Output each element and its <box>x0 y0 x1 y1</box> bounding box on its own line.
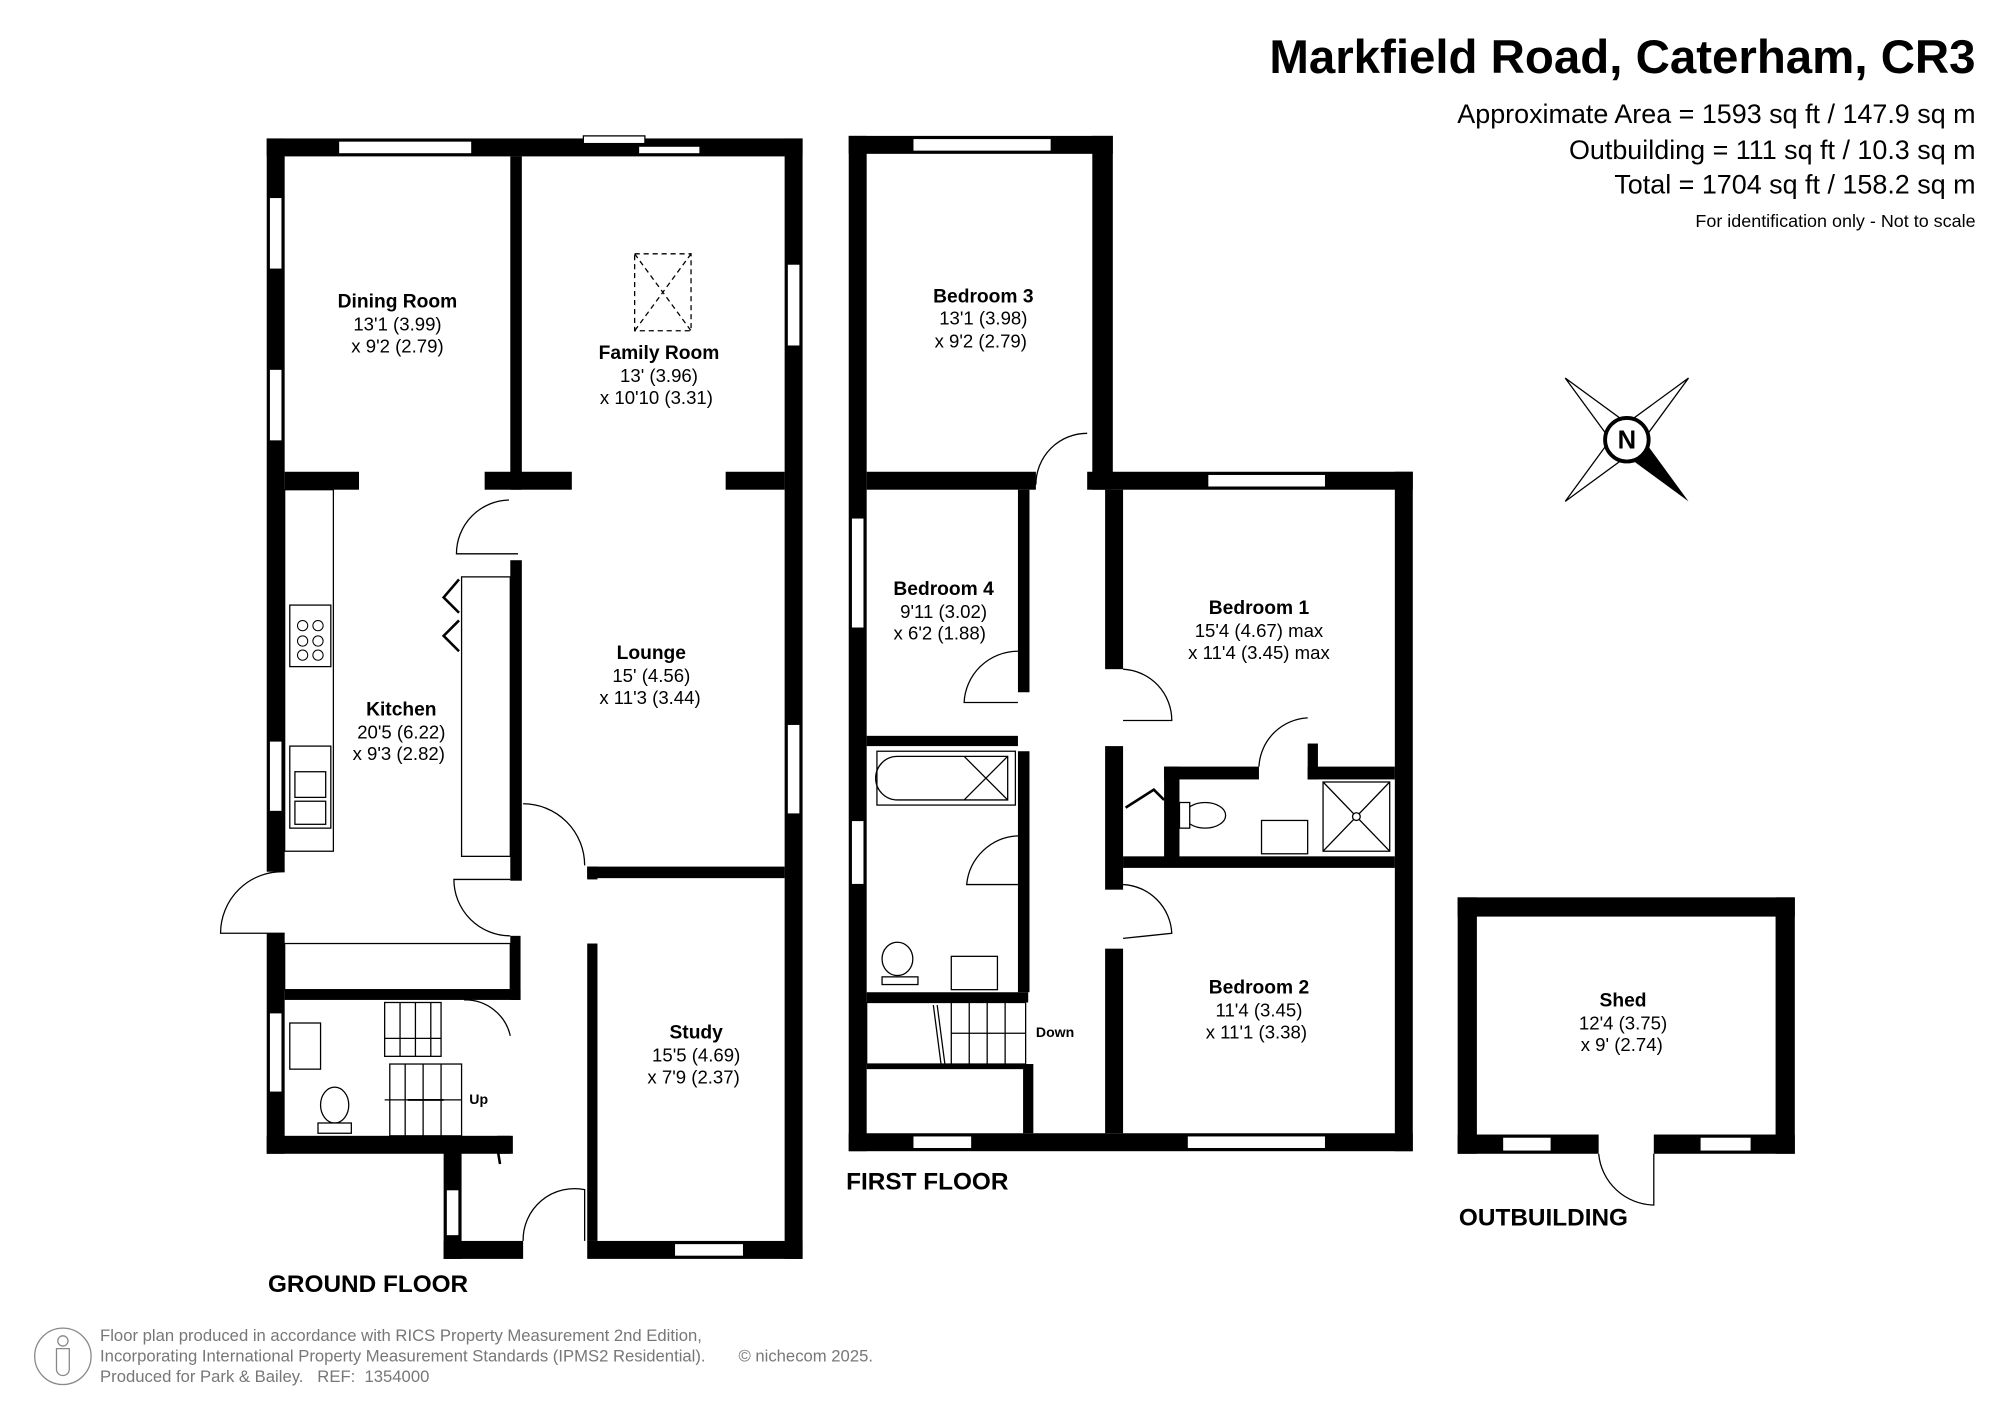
room-dimension: x 9'2 (2.79) <box>351 336 443 357</box>
room-family-room: Family Room 13' (3.96) x 10'10 (3.31) <box>599 343 720 408</box>
stairs-up-label: Up <box>469 1091 488 1107</box>
kitchen-island <box>460 576 511 857</box>
toilet-icon <box>1183 801 1227 829</box>
room-dimension: x 9'2 (2.79) <box>935 330 1027 351</box>
room-name: Family Room <box>599 343 720 364</box>
door-wc <box>464 999 511 1036</box>
room-name: Bedroom 3 <box>933 287 1033 308</box>
skylight <box>634 253 692 332</box>
door-bedroom-1 <box>1123 668 1173 722</box>
front-door <box>522 1187 586 1241</box>
room-dining-room: Dining Room 13'1 (3.99) x 9'2 (2.79) <box>338 292 458 357</box>
room-dimension: 15'4 (4.67) max <box>1195 620 1324 641</box>
room-dimension: x 11'4 (3.45) max <box>1188 642 1330 663</box>
room-bedroom-4: Bedroom 4 9'11 (3.02) x 6'2 (1.88) <box>893 579 994 644</box>
room-kitchen: Kitchen 20'5 (6.22) x 9'3 (2.82) <box>353 699 446 764</box>
room-name: Bedroom 2 <box>1209 978 1309 999</box>
room-name: Shed <box>1600 990 1647 1011</box>
room-name: Kitchen <box>366 699 436 720</box>
door-lounge <box>455 499 518 555</box>
footer-line-1: Floor plan produced in accordance with R… <box>100 1326 702 1345</box>
room-dimension: x 10'10 (3.31) <box>600 387 713 408</box>
door-lounge-hall <box>523 803 586 866</box>
door-ensuite <box>1258 717 1308 767</box>
room-dimension: x 11'3 (3.44) <box>599 687 700 708</box>
ground-floor-label: GROUND FLOOR <box>268 1271 469 1298</box>
room-dimension: x 7'9 (2.37) <box>647 1066 739 1087</box>
sink-icon <box>289 745 332 829</box>
outbuilding-area: Outbuilding = 111 sq ft / 10.3 sq m <box>1569 135 1976 165</box>
stairs-down-label: Down <box>1036 1024 1074 1040</box>
room-bedroom-3: Bedroom 3 13'1 (3.98) x 9'2 (2.79) <box>933 287 1033 352</box>
room-dimension: 20'5 (6.22) <box>357 721 445 742</box>
door-bedroom-2 <box>1123 883 1173 940</box>
total-area: Total = 1704 sq ft / 158.2 sq m <box>1614 170 1975 200</box>
footer-line-3: Produced for Park & Bailey. REF: 1354000 <box>100 1367 429 1386</box>
room-name: Dining Room <box>338 292 458 313</box>
door-bedroom-3 <box>1035 432 1088 485</box>
room-name: Lounge <box>617 643 687 664</box>
room-name: Bedroom 4 <box>893 579 994 600</box>
room-dimension: 11'4 (3.45) <box>1216 1000 1303 1021</box>
room-dimension: 12'4 (3.75) <box>1579 1012 1667 1033</box>
room-dimension: x 9'3 (2.82) <box>353 743 445 764</box>
door-kitchen-side <box>219 871 285 934</box>
room-lounge: Lounge 15' (4.56) x 11'3 (3.44) <box>599 643 700 708</box>
room-dimension: 9'11 (3.02) <box>900 601 987 622</box>
door-bathroom <box>965 835 1018 886</box>
hob-icon <box>289 604 332 668</box>
door-shed <box>1598 1153 1655 1206</box>
header: Markfield Road, Caterham, CR3 Approximat… <box>1269 31 1975 231</box>
room-dimension: 15'5 (4.69) <box>652 1044 740 1065</box>
room-dimension: x 6'2 (1.88) <box>894 623 986 644</box>
ground-floor: Up Dining Room 13'1 (3.99) x 9'2 (2.79) … <box>219 135 803 1298</box>
room-dimension: 13'1 (3.99) <box>353 314 441 335</box>
room-dimension: x 9' (2.74) <box>1581 1034 1663 1055</box>
stairs-first <box>866 1001 1027 1065</box>
room-name: Bedroom 1 <box>1209 598 1310 619</box>
copyright: © nichecom 2025. <box>738 1346 872 1365</box>
toilet-icon <box>881 941 914 977</box>
room-study: Study 15'5 (4.69) x 7'9 (2.37) <box>647 1022 740 1087</box>
compass-label: N <box>1618 427 1637 455</box>
room-name: Study <box>669 1022 723 1043</box>
room-dimension: 13' (3.96) <box>620 365 698 386</box>
disclaimer: For identification only - Not to scale <box>1695 211 1975 231</box>
footer: Floor plan produced in accordance with R… <box>34 1326 873 1386</box>
toilet-icon <box>319 1086 350 1124</box>
footer-line-2: Incorporating International Property Mea… <box>100 1346 705 1365</box>
first-floor-label: FIRST FLOOR <box>846 1169 1009 1196</box>
basin-icon <box>1260 819 1309 855</box>
outbuilding-label: OUTBUILDING <box>1459 1205 1628 1232</box>
basin-icon <box>289 1022 322 1070</box>
outbuilding: Shed 12'4 (3.75) x 9' (2.74) OUTBUILDING <box>1457 897 1795 1232</box>
room-bedroom-2: Bedroom 2 11'4 (3.45) x 11'1 (3.38) <box>1206 978 1309 1043</box>
room-bedroom-1: Bedroom 1 15'4 (4.67) max x 11'4 (3.45) … <box>1188 598 1330 663</box>
door-kitchen-hall <box>453 878 511 937</box>
first-floor: Down Bedroom 3 13'1 (3.98) x 9'2 (2.79) … <box>846 135 1413 1196</box>
room-dimension: 15' (4.56) <box>612 665 690 686</box>
room-dimension: 13'1 (3.98) <box>939 307 1027 328</box>
bath-icon <box>876 750 1017 806</box>
compass-north-icon: N <box>1564 377 1690 502</box>
basin-icon <box>950 955 999 991</box>
room-dimension: x 11'1 (3.38) <box>1206 1021 1307 1042</box>
property-title: Markfield Road, Caterham, CR3 <box>1269 31 1975 84</box>
person-icon <box>34 1327 92 1386</box>
approximate-area: Approximate Area = 1593 sq ft / 147.9 sq… <box>1457 99 1975 129</box>
stairs-ground <box>384 1001 502 1165</box>
room-shed: Shed 12'4 (3.75) x 9' (2.74) <box>1579 990 1667 1055</box>
door-bedroom-4 <box>963 650 1018 704</box>
